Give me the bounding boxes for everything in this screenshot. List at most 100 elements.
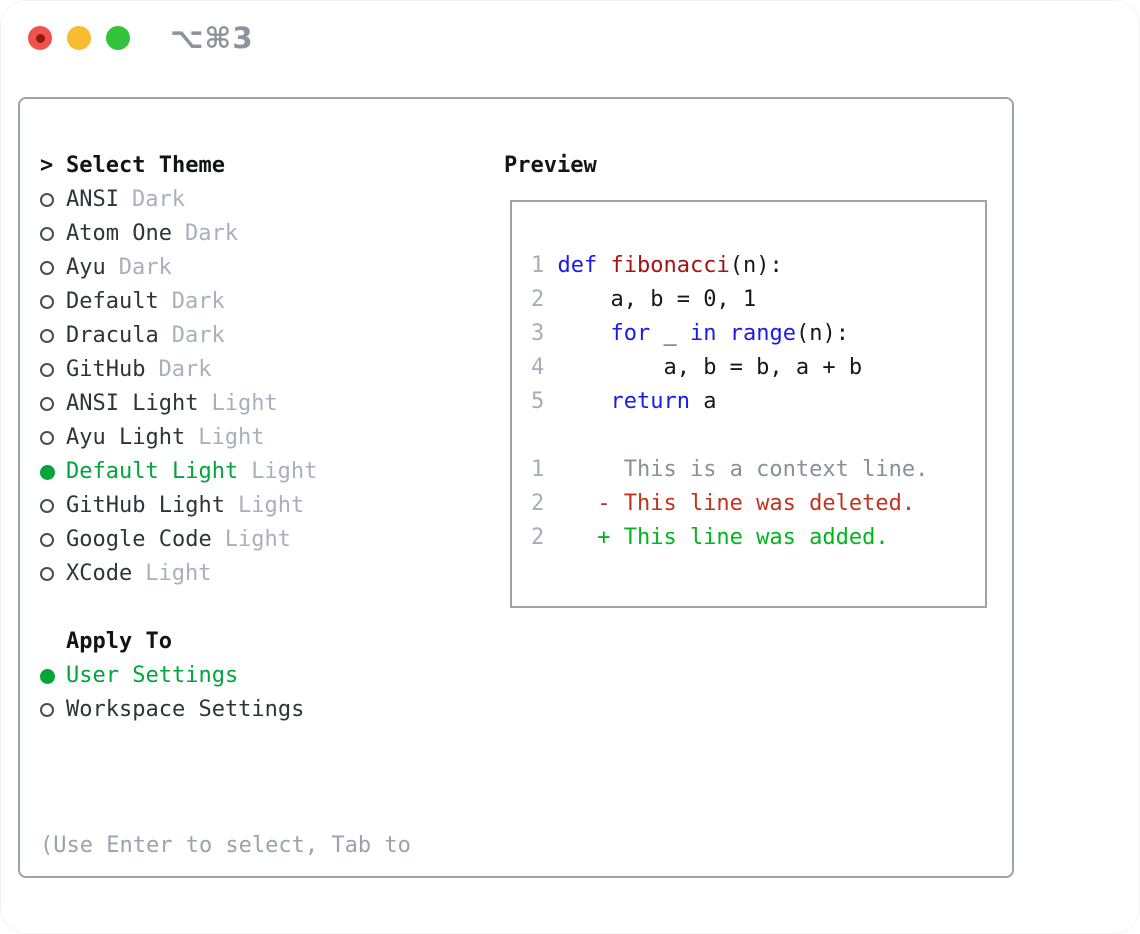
diff-sample: 1 This is a context line.2 - This line w… xyxy=(531,453,985,555)
theme-variant-badge: Dark xyxy=(118,255,172,280)
line-number: 2 xyxy=(531,491,545,516)
code-segment: def xyxy=(557,253,598,278)
radio-icon xyxy=(40,363,54,377)
code-segment xyxy=(597,253,610,278)
apply-option-user-settings[interactable]: User Settings xyxy=(40,659,504,693)
code-line: 2 a, b = 0, 1 xyxy=(531,283,985,317)
theme-item-label: Default Light xyxy=(66,459,239,484)
select-theme-title: Select Theme xyxy=(66,153,225,178)
code-segment: in xyxy=(689,321,717,346)
radio-icon xyxy=(40,329,54,343)
theme-item-dracula[interactable]: Dracula Dark xyxy=(40,319,504,353)
theme-item-label: XCode xyxy=(66,561,133,586)
theme-variant-badge: Dark xyxy=(171,323,225,348)
radio-icon xyxy=(40,227,54,241)
code-line: 5 return a xyxy=(531,385,985,419)
theme-variant-badge: Light xyxy=(145,561,212,586)
diff-text: + This line was added. xyxy=(544,525,889,550)
theme-item-ayu-light[interactable]: Ayu Light Light xyxy=(40,421,504,455)
code-segment: range xyxy=(729,321,796,346)
code-segment: _ xyxy=(650,321,690,346)
theme-item-label: Ayu xyxy=(66,255,106,280)
apply-option-label: User Settings xyxy=(66,663,239,688)
line-number: 2 xyxy=(531,525,545,550)
radio-icon xyxy=(40,703,54,717)
radio-selected-icon xyxy=(40,464,55,480)
help-line-1: (Use Enter to select, Tab to xyxy=(40,833,411,858)
code-line: 3 for _ in range(n): xyxy=(531,317,985,351)
theme-item-github-light[interactable]: GitHub Light Light xyxy=(40,489,504,523)
line-number: 3 xyxy=(531,321,545,346)
theme-item-label: Google Code xyxy=(66,527,212,552)
theme-item-ayu[interactable]: Ayu Dark xyxy=(40,251,504,285)
apply-to-title: Apply To xyxy=(66,629,172,654)
code-segment xyxy=(716,321,729,346)
apply-option-label: Workspace Settings xyxy=(66,697,305,722)
theme-variant-badge: Light xyxy=(251,459,318,484)
line-number: 1 xyxy=(531,457,545,482)
apply-option-workspace-settings[interactable]: Workspace Settings xyxy=(40,693,504,727)
theme-item-label: Ayu Light xyxy=(66,425,186,450)
radio-icon xyxy=(40,193,54,207)
theme-variant-badge: Dark xyxy=(184,221,238,246)
code-segment: (n): xyxy=(729,253,783,278)
code-segment: return xyxy=(610,389,690,414)
theme-variant-badge: Light xyxy=(237,493,305,518)
theme-item-label: Dracula xyxy=(66,323,159,348)
theme-item-github[interactable]: GitHub Dark xyxy=(40,353,504,387)
theme-item-label: ANSI Light xyxy=(66,391,199,416)
code-segment xyxy=(544,253,557,278)
line-number: 5 xyxy=(531,389,545,414)
help-text: (Use Enter to select, Tab to change focu… xyxy=(40,761,504,934)
diff-text: - This line was deleted. xyxy=(544,491,916,516)
radio-icon xyxy=(40,295,54,309)
theme-variant-badge: Dark xyxy=(131,187,185,212)
close-button[interactable] xyxy=(28,26,52,50)
apply-to-header-row: Apply To xyxy=(40,625,504,659)
radio-icon xyxy=(40,431,54,445)
code-segment: fibonacci xyxy=(610,253,730,278)
theme-item-default-light[interactable]: Default Light Light xyxy=(40,455,504,489)
code-segment: a, b = 0, 1 xyxy=(544,287,757,312)
diff-line-context: 1 This is a context line. xyxy=(531,453,985,487)
code-segment xyxy=(544,321,610,346)
zoom-button[interactable] xyxy=(106,26,130,50)
code-segment: a xyxy=(689,389,717,414)
theme-item-label: GitHub xyxy=(66,357,146,382)
radio-selected-icon xyxy=(40,668,55,684)
preview-pane: Preview 1 def fibonacci(n): 2 a, b = 0, 1… xyxy=(504,149,1012,876)
code-line: 4 a, b = b, a + b xyxy=(531,351,985,385)
theme-variant-badge: Light xyxy=(198,425,265,450)
titlebar: ⌥⌘3 xyxy=(0,0,1140,55)
diff-line-added: 2 + This line was added. xyxy=(531,521,985,555)
code-segment xyxy=(544,389,610,414)
radio-icon xyxy=(40,261,54,275)
theme-variant-badge: Dark xyxy=(158,357,212,382)
line-number: 4 xyxy=(531,355,545,380)
line-number: 2 xyxy=(531,287,545,312)
radio-icon xyxy=(40,533,54,547)
keyboard-shortcut-label: ⌥⌘3 xyxy=(170,21,254,55)
preview-title: Preview xyxy=(504,153,597,178)
theme-item-label: GitHub Light xyxy=(66,493,225,518)
diff-line-deleted: 2 - This line was deleted. xyxy=(531,487,985,521)
radio-icon xyxy=(40,499,54,513)
close-dot-icon xyxy=(35,33,45,43)
theme-item-xcode[interactable]: XCode Light xyxy=(40,557,504,591)
select-theme-header-row: > Select Theme xyxy=(40,149,504,183)
minimize-button[interactable] xyxy=(67,26,91,50)
theme-variant-badge: Dark xyxy=(171,289,225,314)
code-segment: a, b = b, a + b xyxy=(544,355,863,380)
